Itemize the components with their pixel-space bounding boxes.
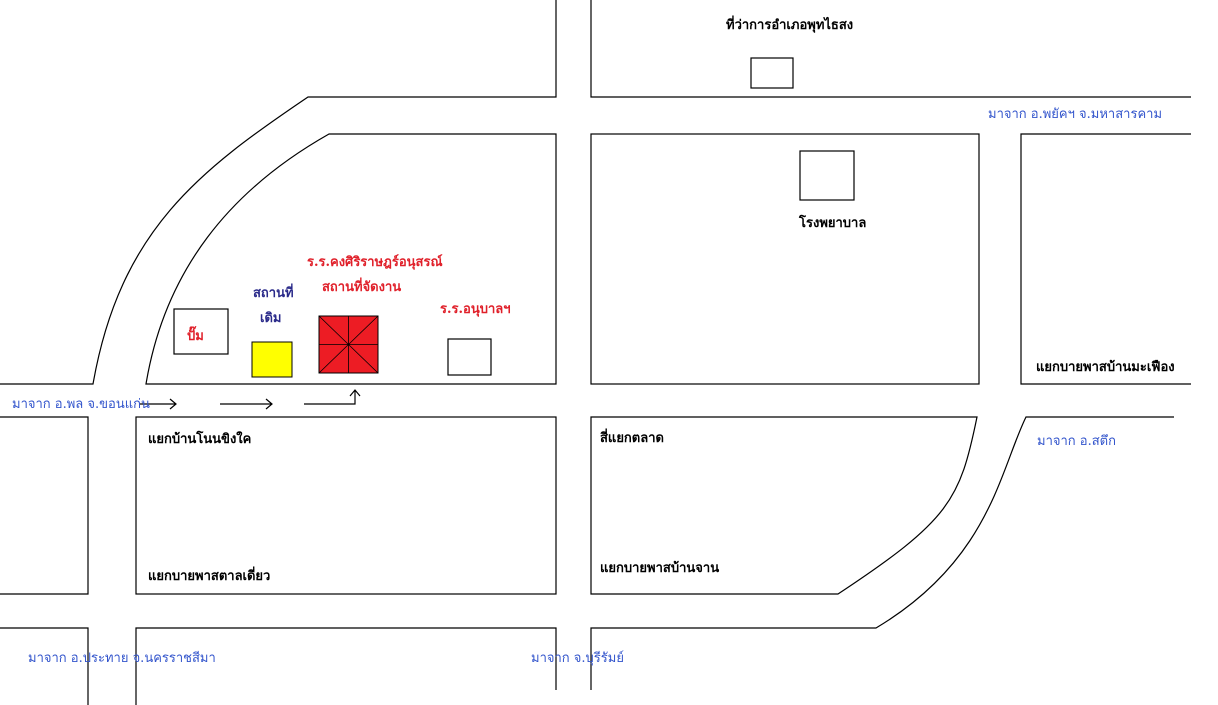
direction-label: มาจาก อ.พยัคฯ จ.มหาสารคาม <box>988 107 1163 122</box>
intersection-label: แยกบ้านโนนขิงใค <box>148 432 252 447</box>
intersection-label: สี่แยกตลาด <box>600 431 664 446</box>
direction-label: มาจาก อ.ประทาย จ.นครราชสีมา <box>28 651 216 666</box>
intersection-label: แยกบายพาสบ้านจาน <box>600 561 720 576</box>
kindergarten-label: ร.ร.อนุบาลฯ <box>440 302 511 317</box>
old-venue-label-2: เดิม <box>260 311 282 326</box>
block <box>135 416 557 595</box>
road-edge <box>590 416 1174 690</box>
district-office-label: ที่ว่าการอำเภอพุทไธสง <box>726 18 854 33</box>
old-venue-label: สถานที่ <box>253 286 294 301</box>
road-edge <box>0 627 89 705</box>
intersection-label: แยกบายพาสบ้านมะเฟือง <box>1036 360 1175 375</box>
direction-label: มาจาก อ.พล จ.ขอนแก่น <box>12 397 150 412</box>
school-label: ร.ร.คงศิริราษฎร์อนุสรณ์ <box>307 255 443 270</box>
district-office-building <box>750 57 794 89</box>
arrow-icon <box>220 398 273 410</box>
hospital-block <box>590 133 980 385</box>
road-edge <box>0 0 557 385</box>
event-venue-label: สถานที่จัดงาน <box>322 280 402 295</box>
hospital-label: โรงพยาบาล <box>799 216 867 231</box>
hospital-building <box>799 150 855 201</box>
market-block <box>590 416 978 595</box>
direction-label: มาจาก อ.สตึก <box>1037 434 1116 449</box>
old-venue-marker <box>251 341 293 378</box>
school-block <box>145 133 557 385</box>
arrow-icon <box>140 398 177 410</box>
event-venue-marker <box>318 315 379 374</box>
road-edge <box>590 0 1191 98</box>
road-edge <box>135 627 557 705</box>
gas-station-building <box>173 308 229 355</box>
intersection-label: แยกบายพาสตาลเดี่ยว <box>148 569 271 584</box>
arrow-turn-icon <box>304 389 361 405</box>
direction-label: มาจาก จ.บุรีรัมย์ <box>531 651 624 666</box>
road-edge <box>0 416 89 595</box>
road-edge <box>1020 133 1191 385</box>
kindergarten-building <box>447 338 492 376</box>
gas-station-label: ปั๊ม <box>187 329 204 344</box>
